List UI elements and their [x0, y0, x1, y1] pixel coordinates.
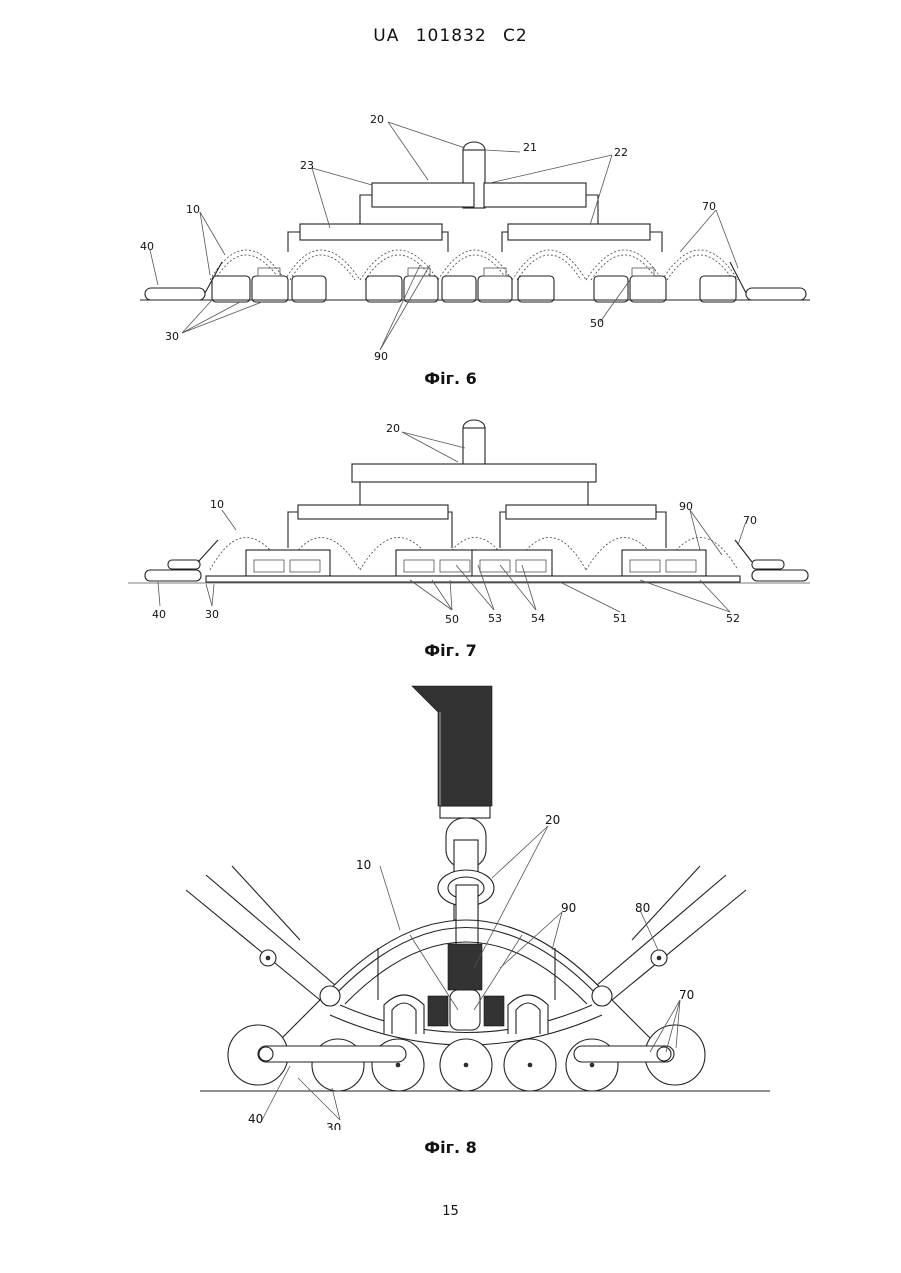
fig6-label-90: 90	[374, 350, 388, 363]
pad-assemblies	[206, 550, 740, 582]
fig7-label-10: 10	[210, 498, 224, 511]
fig6-label-20: 20	[370, 113, 384, 126]
fig7-label-51: 51	[613, 612, 627, 625]
fig7-label-53: 53	[488, 612, 502, 625]
figure-6-caption: Фіг. 6	[0, 369, 901, 388]
fig6-label-10: 10	[186, 203, 200, 216]
coupling-20	[438, 870, 494, 945]
central-column	[428, 944, 504, 1030]
patent-header: UA 101832 C2	[0, 26, 901, 46]
fig8-label-30: 30	[326, 1121, 341, 1130]
fig7-label-70: 70	[743, 514, 757, 527]
manifold	[288, 464, 666, 548]
figure-7-caption: Фіг. 7	[0, 641, 901, 660]
figure-6-drawing: 20 21 22 23 10 40 30 90 50 70	[0, 110, 901, 370]
fig7-label-20: 20	[386, 422, 400, 435]
fig8-label-40: 40	[248, 1112, 263, 1126]
fig6-label-40: 40	[140, 240, 154, 253]
fig6-label-30: 30	[165, 330, 179, 343]
fig7-label-50: 50	[445, 613, 459, 626]
fig6-label-21: 21	[523, 141, 537, 154]
fig6-label-23: 23	[300, 159, 314, 172]
fig7-label-40: 40	[152, 608, 166, 621]
fig7-label-52: 52	[726, 612, 740, 625]
page-number: 15	[0, 1204, 901, 1219]
fig6-label-70: 70	[702, 200, 716, 213]
fig8-label-80: 80	[635, 901, 650, 915]
fig8-label-90: 90	[561, 901, 576, 915]
figure-8-caption: Фіг. 8	[0, 1138, 901, 1157]
fig6-label-50: 50	[590, 317, 604, 330]
fig8-label-10: 10	[356, 858, 371, 872]
fig7-label-30: 30	[205, 608, 219, 621]
figure-7-drawing: 20 10 90 70 40 30 50 53 54 51 52	[0, 410, 901, 635]
fig8-label-70: 70	[679, 988, 694, 1002]
fig7-label-54: 54	[531, 612, 545, 625]
fig6-label-22: 22	[614, 146, 628, 159]
figure-8-drawing: 20 10 90 80 70 40 30	[0, 680, 901, 1130]
fig8-label-20: 20	[545, 813, 560, 827]
fig7-label-90: 90	[679, 500, 693, 513]
